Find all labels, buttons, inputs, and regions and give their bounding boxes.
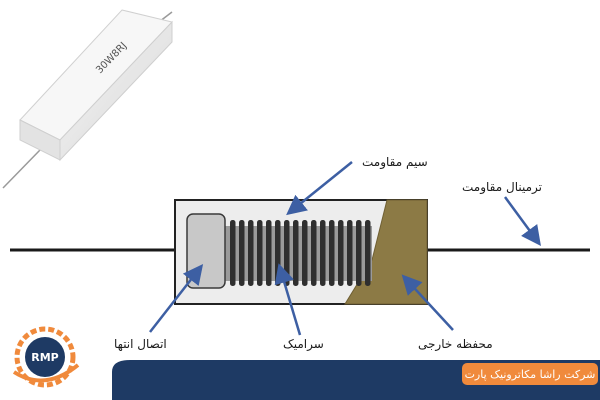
label-housing: محفظه خارجی [418, 337, 493, 352]
coil-turn [257, 220, 263, 286]
arrow-terminal [503, 196, 541, 247]
coil-turn [347, 220, 353, 286]
coil-turn [248, 220, 254, 286]
coil-turn [275, 220, 281, 286]
logo-gear-icon [14, 326, 76, 388]
label-terminal: ترمینال مقاومت [462, 180, 542, 195]
coil-turn [302, 220, 308, 286]
arrow-wire [286, 161, 353, 216]
label-ceramic: سرامیک [283, 337, 324, 352]
resistor-body [174, 199, 428, 305]
footer-banner: شرکت راشا مکاترونیک پارت [112, 360, 600, 400]
label-end-cap: اتصال انتها [114, 337, 167, 351]
resistance-wire-coil [230, 220, 371, 286]
arrow-end-cap [149, 264, 204, 333]
product-photo: 30W8RJ [2, 9, 173, 189]
label-wire: سیم مقاومت [362, 155, 428, 170]
coil-turn [320, 220, 326, 286]
coil-turn [239, 220, 245, 286]
company-badge [462, 363, 598, 385]
coil-turn [338, 220, 344, 286]
logo-text: RMP [31, 351, 58, 364]
company-logo: RMP [12, 326, 80, 388]
photo-resistor-front-face [59, 20, 173, 162]
logo-swoosh-icon [12, 363, 80, 383]
coil-turn [266, 220, 272, 286]
arrow-ceramic [274, 263, 302, 336]
coil-turn [365, 220, 371, 286]
coil-turn [329, 220, 335, 286]
coil-turn [230, 220, 236, 286]
coil-turn [293, 220, 299, 286]
company-name: شرکت راشا مکاترونیک پارت [465, 368, 596, 381]
arrow-housing [401, 274, 454, 331]
photo-lead-bottom [2, 149, 41, 189]
logo-inner-circle [25, 337, 65, 377]
coil-turn [356, 220, 362, 286]
coil-turn [284, 220, 290, 286]
coil-turn [311, 220, 317, 286]
